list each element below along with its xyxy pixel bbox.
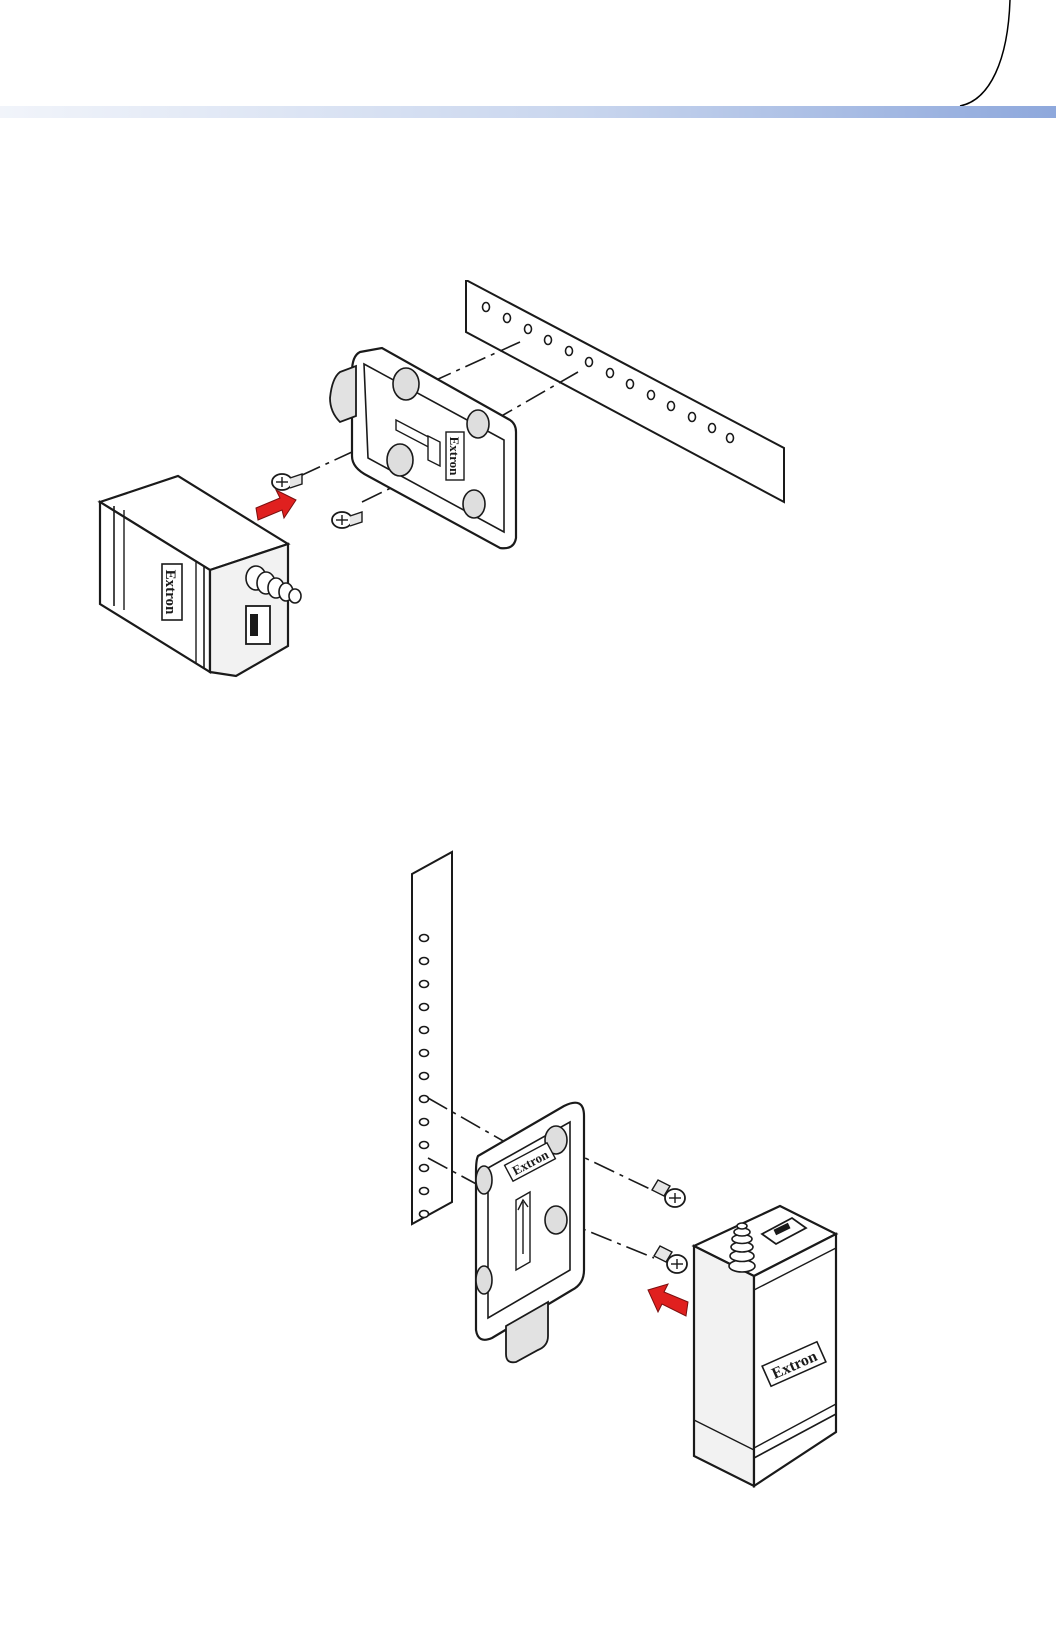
figure-vertical-mount: Extron Extron xyxy=(0,850,1056,1500)
screw-icon xyxy=(654,1246,687,1273)
power-supply-icon: Extron xyxy=(694,1206,836,1486)
screw-icon xyxy=(652,1180,685,1207)
arrow-icon xyxy=(256,490,296,520)
header-rule xyxy=(0,106,1056,118)
clip-brand-label: Extron xyxy=(447,437,462,477)
arrow-icon xyxy=(648,1284,688,1316)
supply-brand-label: Extron xyxy=(162,570,178,615)
header-edge xyxy=(0,0,1056,106)
figure-horizontal-mount: Extron Extron xyxy=(0,280,1056,710)
screw-icon xyxy=(332,512,362,528)
screw-icon xyxy=(272,474,302,490)
mounting-clip-icon: Extron xyxy=(476,1103,584,1363)
